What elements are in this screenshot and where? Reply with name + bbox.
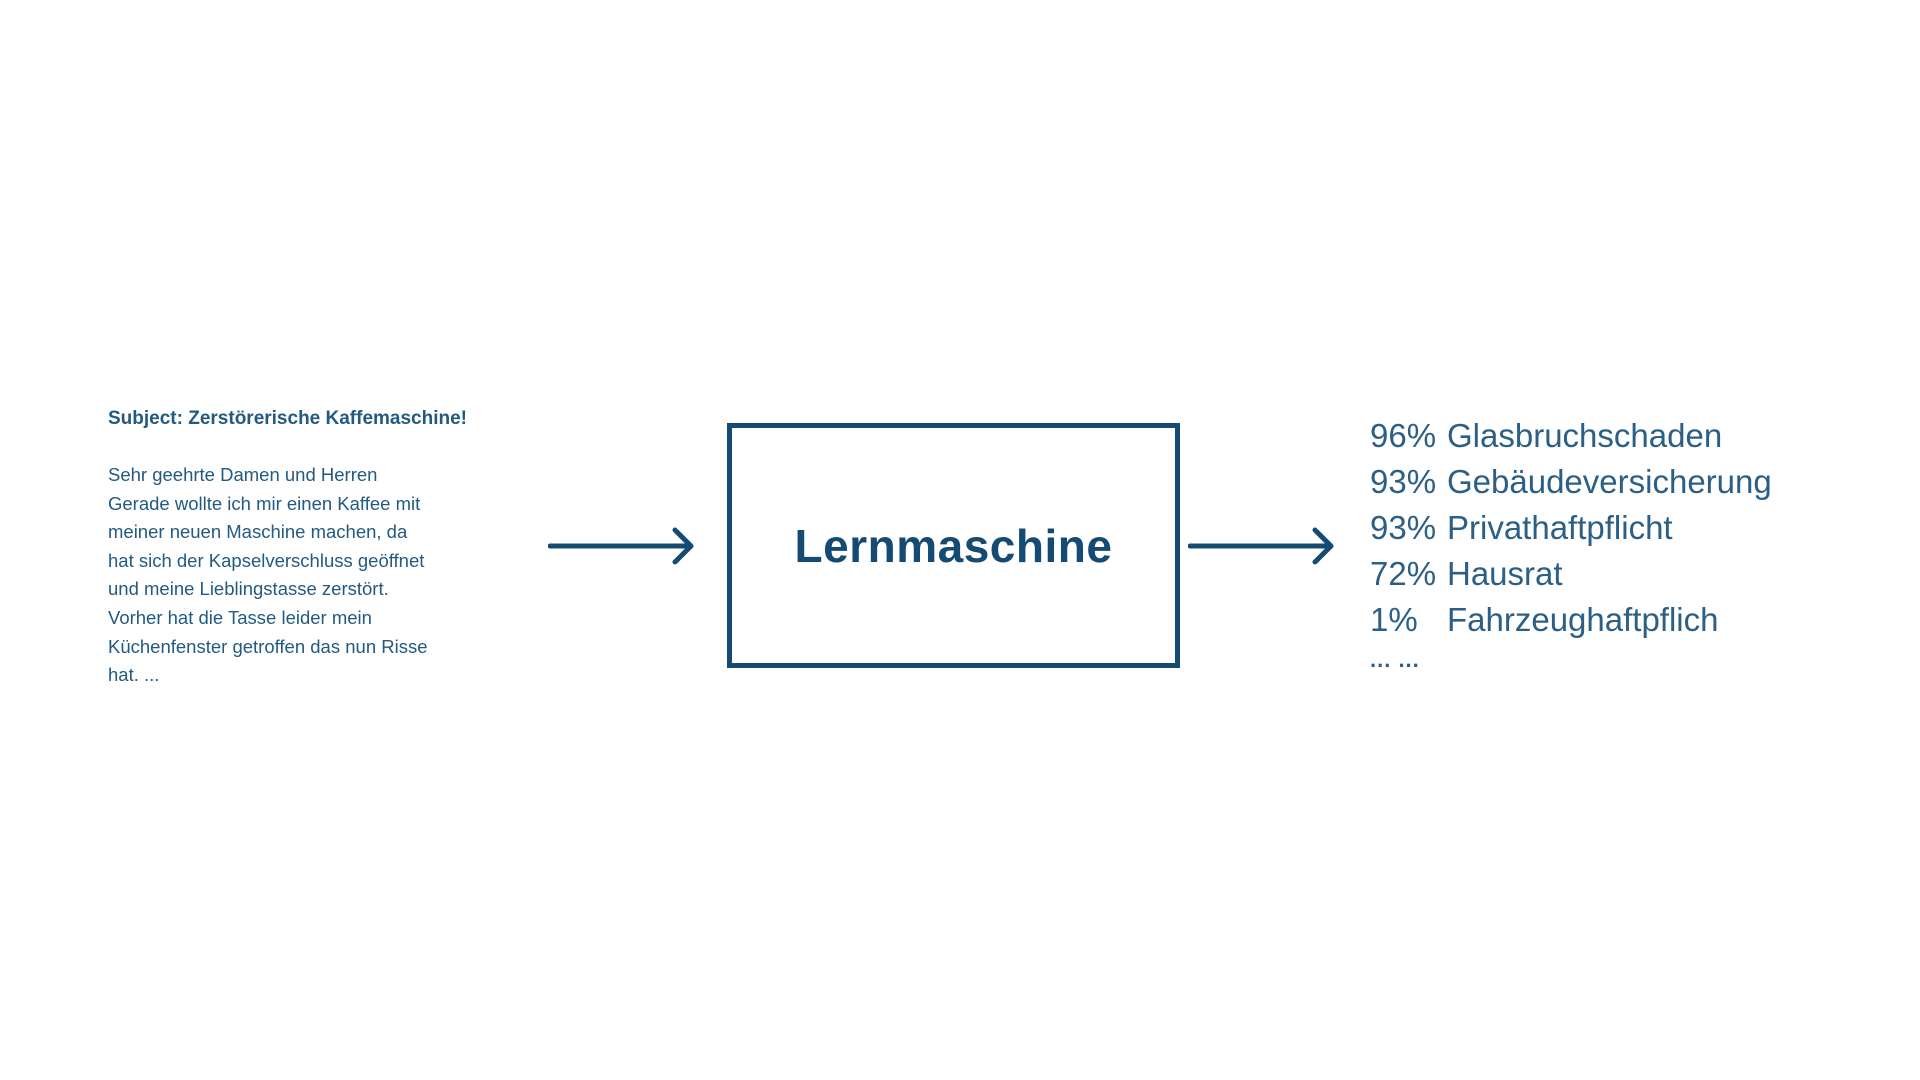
email-body-line: Vorher hat die Tasse leider mein (108, 606, 372, 628)
email-body-line: meiner neuen Maschine machen, da (108, 521, 408, 543)
result-label: Gebäudeversicherung (1447, 463, 1772, 500)
email-body-line: hat sich der Kapselverschluss geöffnet (108, 549, 425, 571)
email-body-line: Gerade wollte ich mir einen Kaffee mit (108, 492, 421, 514)
result-percent: 96% (1370, 417, 1437, 454)
model-box: Lernmaschine (727, 423, 1180, 668)
result-label: Hausrat (1447, 555, 1563, 592)
email-body-line: hat. ... (108, 664, 160, 686)
email-body: Sehr geehrte Damen und Herren Gerade wol… (108, 461, 548, 690)
result-percent: 93% (1370, 509, 1437, 546)
result-item: 96% Glasbruchschaden (1370, 413, 1890, 459)
email-body-line: Sehr geehrte Damen und Herren (108, 464, 378, 485)
result-list: 96% Glasbruchschaden 93% Gebäudeversiche… (1370, 413, 1890, 675)
model-label: Lernmaschine (794, 519, 1113, 572)
arrow-right-icon (548, 527, 694, 565)
result-percent: 1% (1370, 601, 1418, 638)
email-subject: Subject: Zerstörerische Kaffemaschine! (108, 408, 468, 429)
result-item: 93% Gebäudeversicherung (1370, 459, 1890, 505)
result-label: Glasbruchschaden (1447, 417, 1723, 454)
result-percent: 93% (1370, 463, 1437, 500)
result-percent: 72% (1370, 555, 1437, 592)
result-label: Fahrzeughaftpflich (1447, 601, 1719, 638)
result-ellipsis: ... ... (1370, 647, 1420, 672)
result-item: 1% Fahrzeughaftpflich (1370, 597, 1890, 643)
email-body-line: Küchenfenster getroffen das nun Risse (108, 635, 428, 657)
input-email: Subject: Zerstörerische Kaffemaschine! S… (108, 405, 548, 690)
arrow-right-icon (1188, 527, 1334, 565)
result-item: 72% Hausrat (1370, 551, 1890, 597)
result-item: 93% Privathaftpflicht (1370, 505, 1890, 551)
result-label: Privathaftpflicht (1447, 509, 1673, 546)
email-body-line: und meine Lieblingstasse zerstört. (108, 578, 389, 600)
